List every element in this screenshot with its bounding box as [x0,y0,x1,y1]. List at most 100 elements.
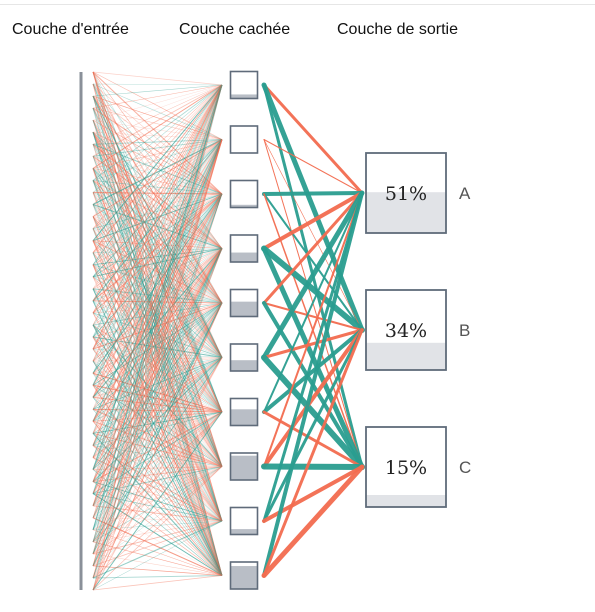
input-connection [92,357,223,506]
input-connection [92,156,223,467]
input-connection [92,216,223,467]
input-connection [92,84,223,205]
input-connection [92,156,223,522]
input-connection [92,302,223,434]
input-connection [92,357,223,591]
input-connection [92,248,223,518]
input-connection [92,84,223,422]
input-connection [92,192,223,467]
input-connection [92,84,223,350]
hidden-layer-title: Couche cachée [179,21,291,38]
input-connection [92,193,223,398]
input-connection [92,466,223,543]
input-connection [92,411,223,434]
output-node-probability-fill [366,495,446,507]
input-connection [92,144,223,358]
input-connection [92,421,223,576]
input-connection [92,193,223,591]
input-connection [92,360,223,467]
hidden-node-activation [230,252,258,262]
input-connection [92,180,223,304]
input-connection [92,119,223,195]
input-connection [92,302,223,422]
input-connection [92,139,223,422]
input-connection [92,84,223,362]
input-connection [92,466,223,591]
output-probability-label: 51% [385,183,427,205]
input-connection [92,132,223,576]
input-connection [92,348,223,358]
input-connection [92,302,223,555]
input-connection [92,288,223,467]
input-connection [92,247,223,302]
input-connection [92,302,223,458]
input-connection [92,529,223,576]
input-connection [92,84,223,121]
input-connection [92,357,223,446]
hidden-node-background [230,126,258,153]
input-connection [92,84,223,494]
input-connection [92,71,223,249]
hidden-node-activation [230,409,258,426]
input-connection [92,192,223,358]
output-node-background [366,427,446,507]
input-connection [92,193,223,506]
input-connection [92,139,223,326]
input-connection [92,84,223,470]
input-connection [92,357,223,422]
input-connection [92,120,223,358]
input-connection [92,252,223,576]
input-connection [92,302,223,398]
input-connection [92,252,223,358]
input-connection [92,193,223,482]
input-connection [92,180,223,249]
input-connection [92,520,223,530]
input-connection [92,302,223,494]
input-connection [92,411,223,543]
input-connection [92,520,223,579]
input-connection [92,411,223,507]
input-connection [92,384,223,413]
input-connection [92,84,223,253]
hidden-output-connection [263,139,363,331]
input-connection [92,276,223,304]
input-connection [92,228,223,413]
input-connection [92,193,223,278]
input-connection [92,357,223,567]
input-connection [92,193,223,542]
input-connection [92,302,223,591]
input-connection [92,84,223,302]
input-connection [92,144,223,467]
input-connection [92,372,223,413]
input-connection [92,520,223,591]
input-connection [92,132,223,140]
input-connection [92,409,223,576]
input-connection [92,240,223,522]
output-node-border [365,426,447,508]
input-connection [92,84,223,338]
input-connection [92,575,223,579]
input-connection [92,520,223,543]
output-node-border [365,152,447,234]
input-to-hidden-connections [92,71,223,591]
input-connection [92,248,223,482]
input-connection [92,248,223,374]
input-connection [92,357,223,543]
input-connection [92,348,223,467]
input-connection [92,139,223,398]
output-node-border [365,289,447,371]
input-connection [92,193,223,290]
input-connection [92,180,223,576]
input-connection [92,384,223,467]
input-connection [92,264,223,358]
input-connection [92,193,223,579]
input-connection [92,71,223,467]
input-connection [92,302,223,518]
input-connection [92,360,223,522]
input-connection [92,411,223,518]
input-connection [92,411,223,530]
input-connection [92,84,223,181]
input-connection [92,445,223,467]
hidden-output-connection [261,190,365,360]
input-connection [92,84,223,169]
